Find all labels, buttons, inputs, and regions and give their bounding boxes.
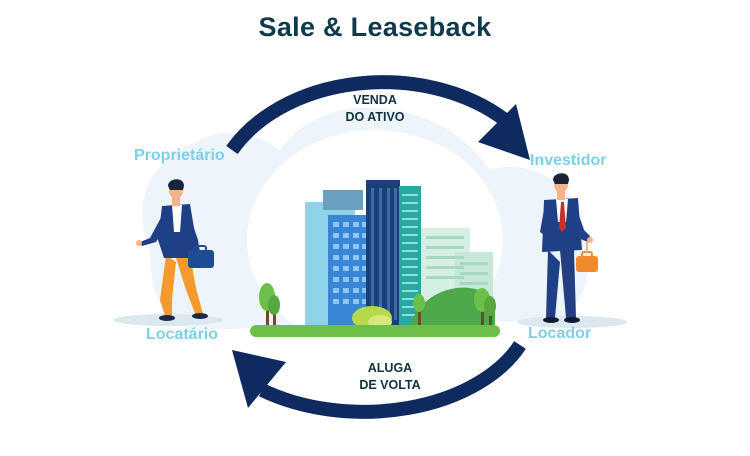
sale-arrow-label-line2: DO ATIVO: [345, 110, 405, 124]
buildings-illustration: [250, 180, 500, 337]
leaseback-arrow-label: ALUGA DE VOLTA: [320, 360, 460, 394]
page-title: Sale & Leaseback: [258, 12, 492, 42]
role-investor-label: Investidor: [530, 152, 607, 169]
sale-arrow-label: VENDA DO ATIVO: [305, 92, 445, 126]
role-tenant-label: Locatário: [146, 326, 219, 343]
sale-arrow-label-line1: VENDA: [353, 93, 397, 107]
owner-person-illustration: [136, 179, 214, 321]
window-grid: [333, 222, 367, 304]
leaseback-arrow-icon: [232, 341, 526, 419]
role-landlord-label: Locador: [528, 325, 592, 342]
role-owner-label: Proprietário: [134, 147, 225, 164]
leaseback-arrow-label-line1: ALUGA: [367, 361, 413, 375]
sale-arrow-icon: [226, 75, 530, 160]
investor-person-illustration: [540, 173, 598, 323]
leaseback-arrow-label-line2: DE VOLTA: [359, 378, 421, 392]
